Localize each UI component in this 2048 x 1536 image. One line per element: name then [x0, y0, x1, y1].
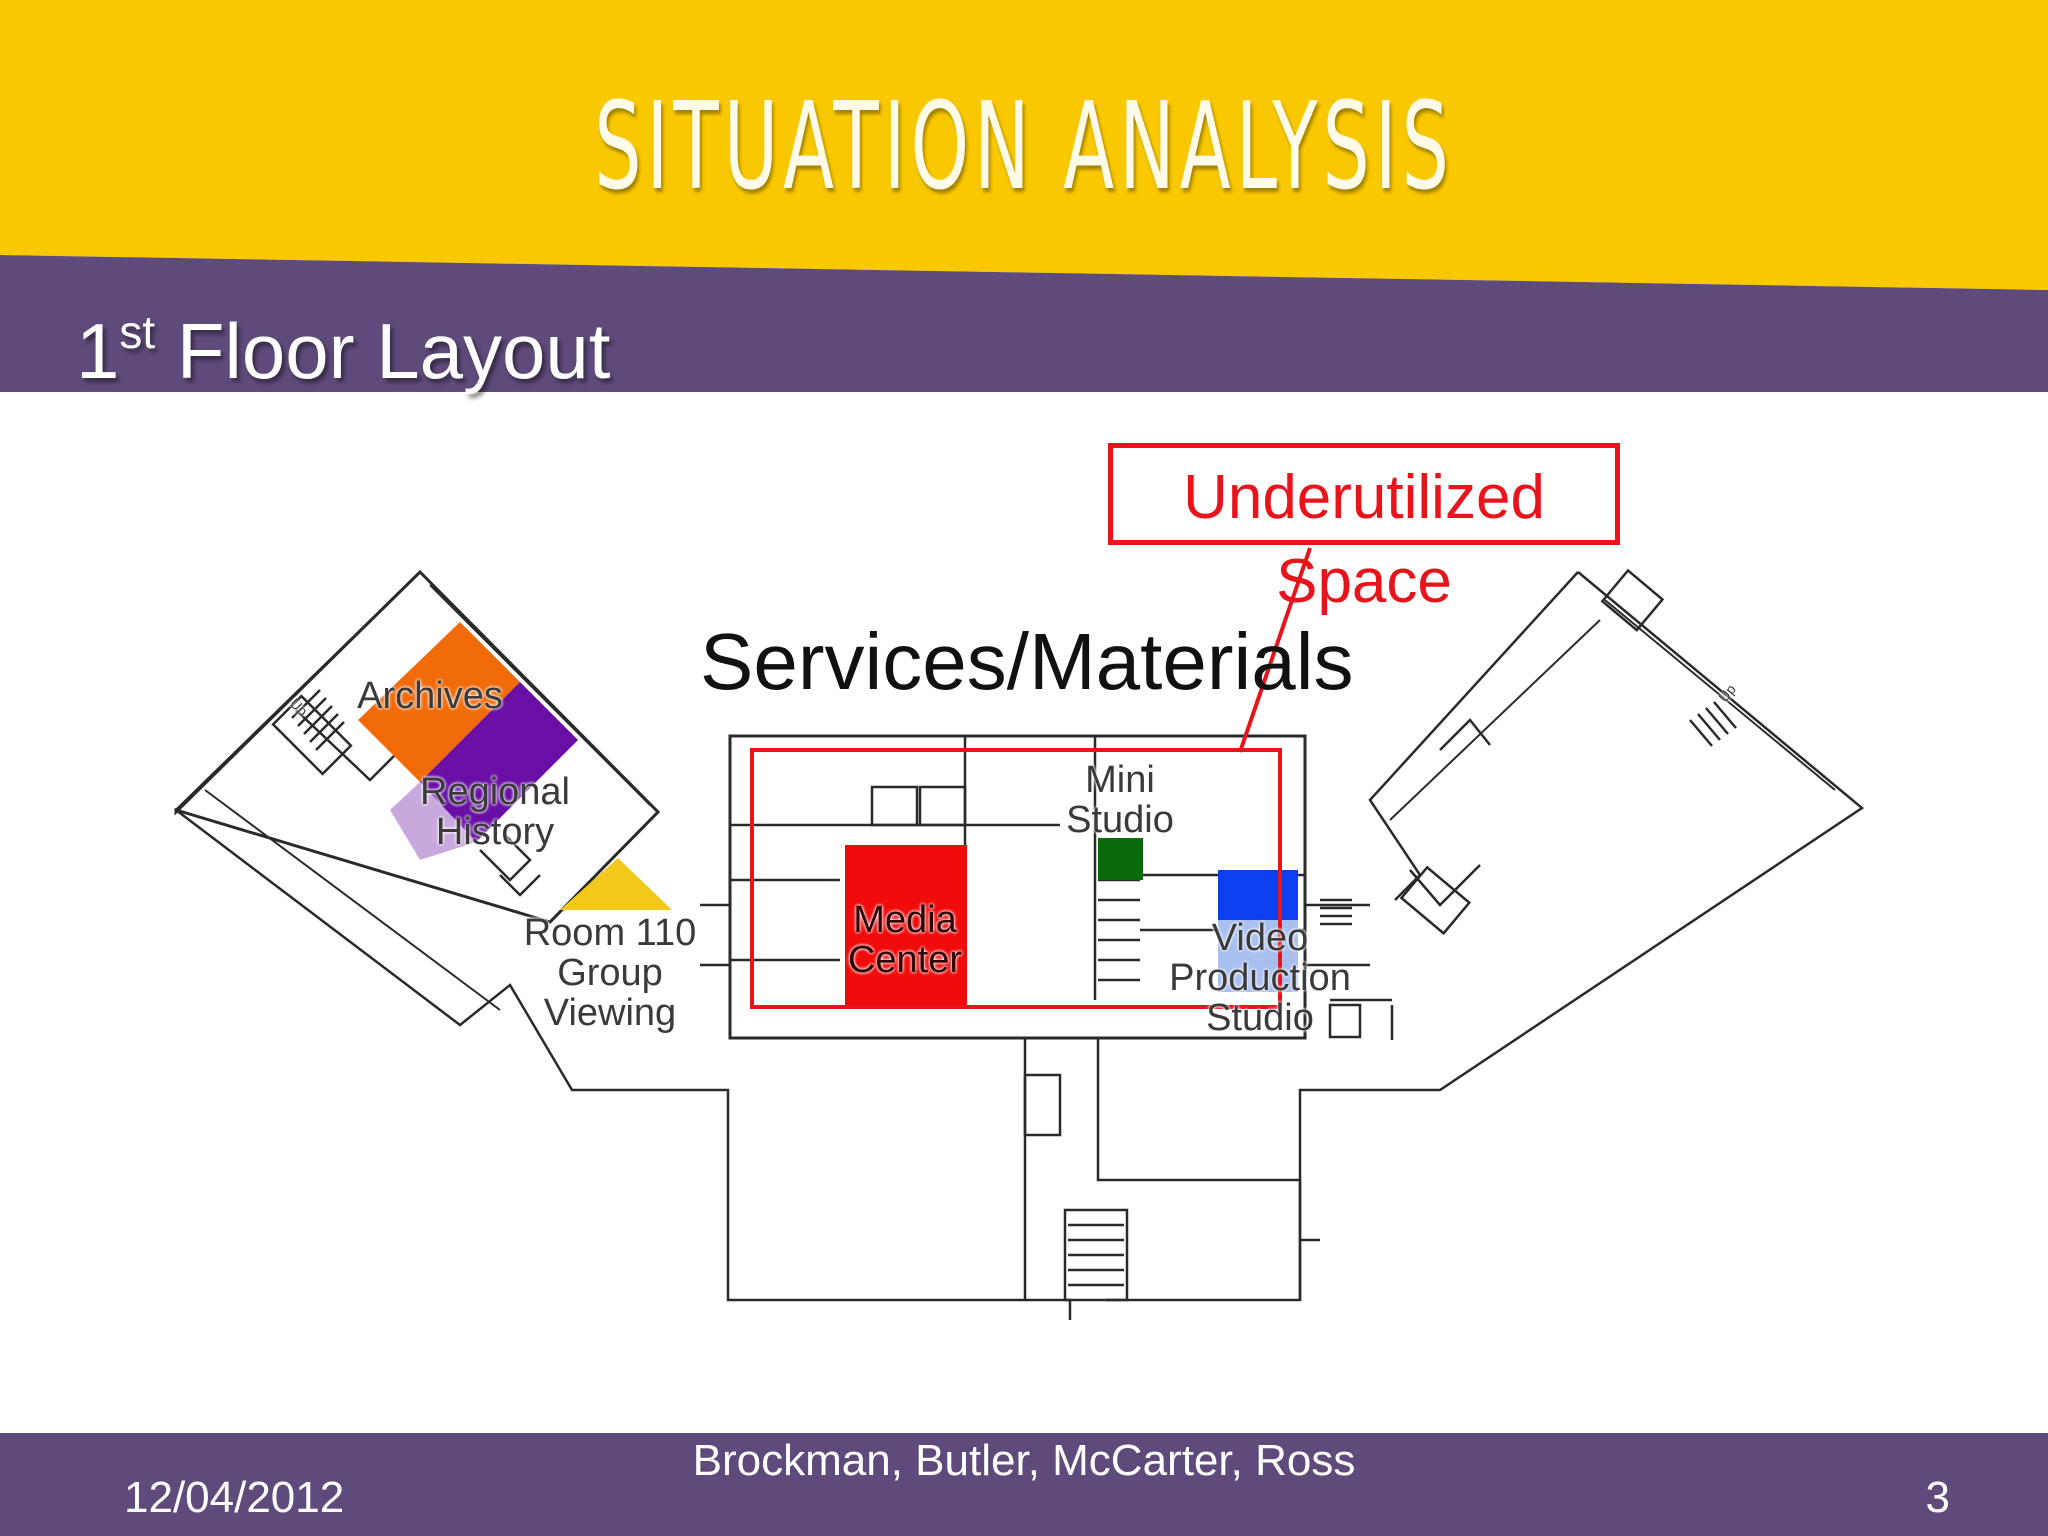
callout-pointer-line	[1238, 547, 1312, 753]
underutilized-area-box	[750, 748, 1282, 1009]
slide-subtitle: 1st Floor Layout	[76, 282, 610, 401]
page-number: 3	[1925, 1473, 1950, 1522]
center-block-outline	[728, 734, 1307, 1040]
archives-area	[358, 622, 520, 782]
right-stairs	[1689, 701, 1737, 747]
regional-history-label: Regional History	[420, 771, 570, 853]
left-stairs	[291, 689, 345, 751]
underutilized-callout-box	[1108, 443, 1620, 545]
services-materials-label: Services/Materials	[700, 617, 1354, 706]
media-center-area	[845, 845, 967, 1005]
slide-title: SITUATION ANALYSIS	[594, 78, 1454, 217]
mini-studio-stairs	[1098, 878, 1140, 982]
bottom-stairs	[1068, 1223, 1124, 1287]
subtitle-text: Floor Layout	[155, 307, 611, 395]
footer-bar: 12/04/2012 Brockman, Butler, McCarter, R…	[0, 1433, 2048, 1536]
right-wing-inner-wall	[1368, 571, 1579, 901]
video-production-label: Video Production Studio	[1169, 917, 1351, 1039]
video-production-dark	[1218, 870, 1298, 920]
subtitle-ordinal: st	[119, 306, 156, 358]
mini-studio-label: Mini Studio	[1066, 759, 1174, 841]
regional-history-dark	[420, 682, 578, 842]
archives-label: Archives	[357, 675, 503, 717]
mini-studio-area	[1098, 838, 1143, 880]
left-wing-lower-wall	[175, 809, 1072, 1320]
underutilized-callout-text: Underutilized Space	[1183, 463, 1545, 616]
video-stairs	[1320, 898, 1352, 926]
left-wing-inner-wall	[175, 571, 421, 811]
regional-history-light	[390, 782, 476, 860]
footer-date: 12/04/2012	[124, 1473, 345, 1522]
title-banner	[0, 0, 2048, 290]
room110-area	[560, 858, 672, 910]
right-wing-outer-wall	[1105, 571, 1865, 1302]
media-center-label: Media Center	[847, 899, 963, 981]
room110-label: Room 110 Group Viewing	[523, 912, 697, 1034]
video-production-light	[1218, 920, 1298, 992]
subtitle-number: 1	[76, 307, 120, 395]
footer-authors: Brockman, Butler, McCarter, Ross	[692, 1436, 1356, 1485]
